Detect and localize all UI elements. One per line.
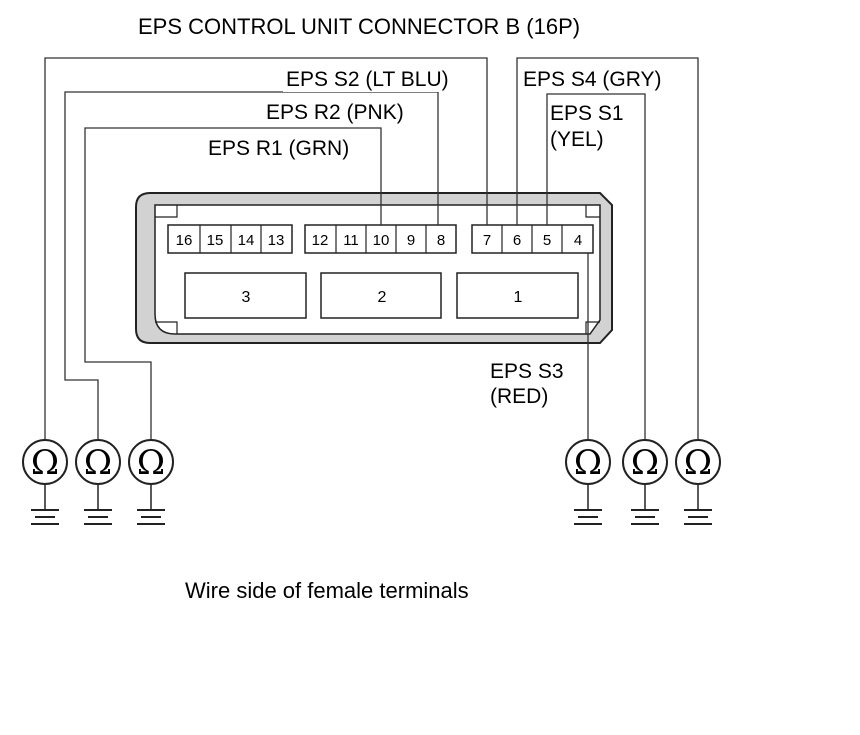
ohmmeter-icon: Ω — [128, 439, 174, 510]
ohmmeter-icon: Ω — [75, 439, 121, 510]
label-eps-s1-line1: EPS S1 — [550, 102, 624, 125]
pin-14: 14 — [238, 232, 255, 249]
pin-8: 8 — [437, 232, 445, 249]
pin-9: 9 — [407, 232, 415, 249]
ground-icon — [84, 509, 112, 525]
pin-4: 4 — [574, 232, 582, 249]
pin-5: 5 — [543, 232, 551, 249]
ohmmeter-icon: Ω — [565, 439, 611, 510]
wire-eps-r2 — [64, 91, 439, 440]
ground-icon — [684, 509, 712, 525]
pin-13: 13 — [268, 232, 285, 249]
wire-eps-s2 — [44, 57, 488, 440]
pin-16: 16 — [176, 232, 193, 249]
ohmmeter-icon: Ω — [675, 439, 721, 510]
pin-6: 6 — [513, 232, 521, 249]
cavity-1-label: 1 — [514, 289, 523, 306]
ohm-symbol: Ω — [84, 443, 112, 483]
pin-group-16-13 — [167, 224, 293, 254]
pin-11: 11 — [343, 232, 359, 249]
ohmmeter-icon: Ω — [622, 439, 668, 510]
label-eps-s1-line2: (YEL) — [550, 128, 604, 151]
wire-eps-r1 — [84, 127, 382, 440]
ohm-symbol: Ω — [31, 443, 59, 483]
ohm-symbol: Ω — [137, 443, 165, 483]
label-eps-s3-line2: (RED) — [490, 385, 548, 408]
ohmmeter-icon: Ω — [22, 439, 68, 510]
label-eps-s3-line1: EPS S3 — [490, 360, 564, 383]
wire-eps-s1 — [546, 93, 646, 440]
wire-eps-s4 — [516, 57, 699, 440]
ground-icon — [137, 509, 165, 525]
label-eps-s2: EPS S2 (LT BLU) — [286, 68, 449, 91]
diagram-caption: Wire side of female terminals — [185, 578, 469, 603]
cavity-3 — [184, 272, 307, 319]
ground-icon — [31, 509, 59, 525]
ground-icon — [631, 509, 659, 525]
ground-icon — [574, 509, 602, 525]
pin-15: 15 — [207, 232, 224, 249]
label-eps-r1: EPS R1 (GRN) — [208, 137, 349, 160]
pin-12: 12 — [312, 232, 329, 249]
pin-group-7-4 — [471, 224, 594, 254]
diagram-title: EPS CONTROL UNIT CONNECTOR B (16P) — [138, 14, 580, 39]
label-eps-s4: EPS S4 (GRY) — [523, 68, 662, 91]
cavity-1 — [456, 272, 579, 319]
pin-7: 7 — [483, 232, 491, 249]
ohm-symbol: Ω — [684, 443, 712, 483]
connector-body — [135, 192, 613, 344]
ohm-symbol: Ω — [631, 443, 659, 483]
cavity-3-label: 3 — [242, 289, 251, 306]
pin-10: 10 — [373, 232, 390, 249]
ohm-symbol: Ω — [574, 443, 602, 483]
label-eps-r2: EPS R2 (PNK) — [266, 101, 404, 124]
cavity-2 — [320, 272, 442, 319]
cavity-2-label: 2 — [378, 289, 387, 306]
